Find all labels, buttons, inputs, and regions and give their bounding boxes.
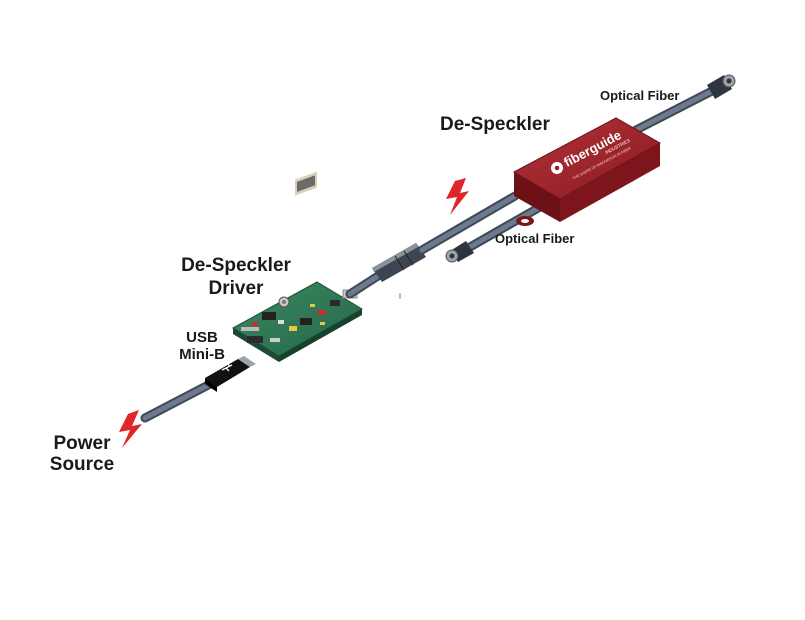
label-optical-fiber-mid: Optical Fiber xyxy=(495,231,575,246)
label-usb-line2: Mini-B xyxy=(179,346,225,363)
despeckler-device: fiberguide INDUSTRIES THE SHAPE OF INNOV… xyxy=(512,117,662,226)
label-driver-line2: Driver xyxy=(208,278,264,299)
label-usb-line1: USB xyxy=(186,329,218,346)
power-cable xyxy=(140,377,219,423)
label-optical-fiber-top: Optical Fiber xyxy=(600,88,680,103)
usb-icon xyxy=(221,362,233,372)
driver-to-despeckler-cable xyxy=(345,191,520,299)
label-power-line2: Source xyxy=(49,454,115,475)
usb-plug xyxy=(205,356,256,392)
label-de-speckler: De-Speckler xyxy=(440,114,550,135)
lightning-bolt-icon xyxy=(446,178,469,215)
optical-fiber-lower xyxy=(445,202,545,263)
label-power-line1: Power xyxy=(53,433,111,454)
lightning-bolt-icon xyxy=(119,410,142,448)
optical-fiber-upper xyxy=(631,74,736,135)
label-driver-line1: De-Speckler xyxy=(181,255,291,276)
